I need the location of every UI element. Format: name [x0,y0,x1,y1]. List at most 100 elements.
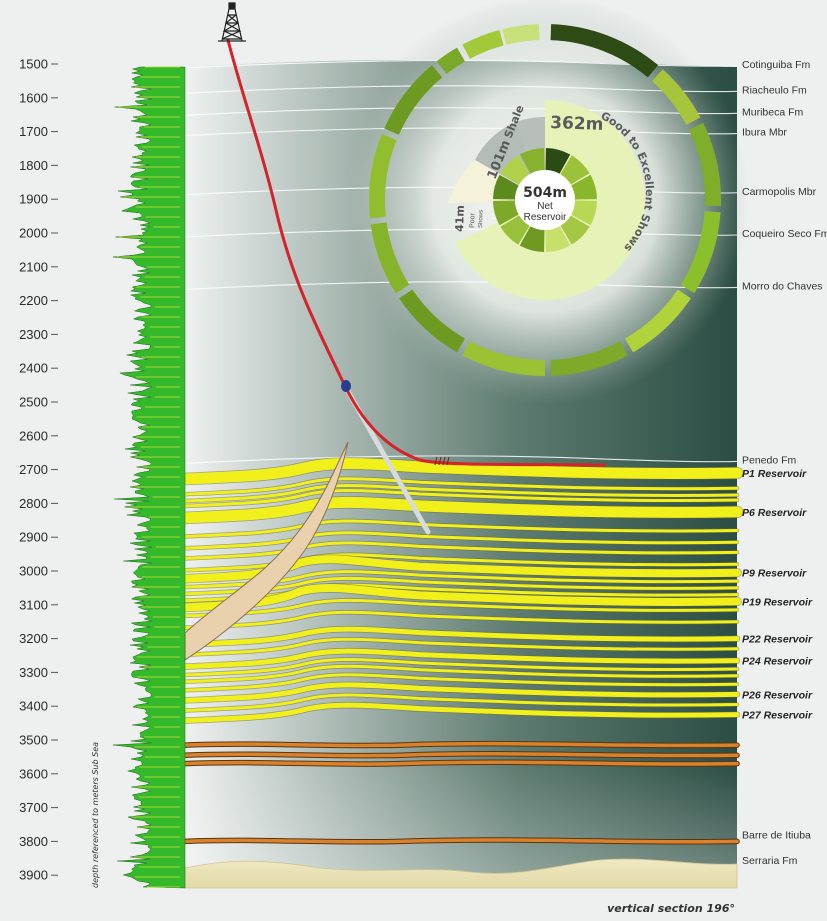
ring-segment [550,341,628,376]
ring-segment [370,222,410,294]
reservoir-band [183,519,739,538]
ring-segment [550,24,659,78]
depth-tick-label: 2500 [19,395,48,410]
ring-segment [571,200,597,226]
reservoir-band [182,702,740,724]
ring-segment [519,226,545,252]
ring-segment [462,341,545,376]
kickoff-point [341,380,351,392]
ring-segment [680,211,721,294]
depth-axis: 1500160017001800190020002100220023002400… [19,57,58,883]
depth-tick-label: 3100 [19,597,48,612]
ring-segment [571,174,597,200]
formation-label: Coqueiro Seco Fm [742,228,827,240]
poor-shows-value: 41m [453,205,467,232]
net-reservoir-value: 504m [523,185,567,201]
depth-tick-label: 2900 [19,530,48,545]
orange-bed [183,741,739,748]
reservoir-band [182,626,740,648]
depth-tick-label: 3500 [19,733,48,748]
net-reservoir-line1: Net [537,201,553,212]
reservoir-band [183,531,739,550]
ring-segment [502,24,540,45]
reservoir-label: P19 Reservoir [742,596,813,608]
casing-ticks [434,456,450,466]
reservoir-band [183,658,739,677]
formation-label: Riacheulo Fm [742,84,807,96]
ring-segment [500,155,530,185]
outer-ring [369,24,721,376]
reservoir-label: P22 Reservoir [742,634,813,646]
ring-segment [500,215,530,245]
poor-shows-line2: Shows [478,210,485,228]
reservoir-band [182,648,740,670]
net-reservoir-line2: Reservoir [524,212,567,223]
reservoir-band [183,553,739,572]
good-shows-value: 362m [550,113,604,135]
depth-tick-label: 3000 [19,564,48,579]
reservoir-band [183,477,739,496]
reservoir-band [179,496,743,524]
reservoir-band [183,673,739,692]
formation-line [184,85,738,94]
ring-segment [369,134,397,219]
reservoir-label: P26 Reservoir [742,689,813,701]
ring-segment [652,69,701,125]
reservoir-band [183,610,739,630]
ring-segment [560,215,590,245]
formation-label: Penedo Fm [742,454,797,466]
depth-tick-label: 2000 [19,226,48,241]
formation-label: Muribeca Fm [742,106,804,118]
depth-tick-label: 3300 [19,665,48,680]
depth-tick-label: 3900 [19,868,48,883]
ring-segment [625,289,691,353]
ring-segment [545,148,571,174]
ring-segment [436,47,465,74]
depth-tick-label: 2600 [19,428,48,443]
reservoir-bands [178,457,744,724]
reservoir-band [183,664,739,684]
formation-label: Carmopolis Mbr [742,186,817,198]
orange-bed [183,838,739,844]
depth-tick-label: 2300 [19,327,48,342]
depth-tick-label: 1800 [19,158,48,173]
depth-axis-title: depth referenced to meters Sub Sea [91,742,100,888]
vertical-section-label: vertical section 196° [607,902,735,915]
reservoir-band [183,483,739,503]
depth-tick-label: 2700 [19,462,48,477]
depth-tick-label: 1700 [19,124,48,139]
ring-segment [560,155,590,185]
formation-label: Barre de Itiuba [742,830,811,842]
formation-line [184,59,738,69]
depth-tick-label: 3600 [19,766,48,781]
serraria-sand [184,858,738,889]
reservoir-label: P1 Reservoir [742,468,807,480]
orange-beds [182,740,740,845]
depth-tick-label: 3700 [19,800,48,815]
depth-tick-label: 2400 [19,361,48,376]
summary-dial: 504m Net Reservoir 362m Good to Excellen… [369,24,721,376]
reservoir-label: P6 Reservoir [742,507,807,519]
reservoir-band [182,682,740,703]
formation-label: Cotinguiba Fm [742,59,811,71]
reservoir-band [183,637,739,657]
ring-segment [688,122,721,207]
reservoir-band [183,693,739,713]
ring-segment [462,29,504,59]
formation-label: Morro do Chaves [742,280,823,292]
tan-wedge [184,441,349,661]
ring-segment [493,174,519,200]
formation-label: Serraria Fm [742,855,798,867]
inner-ring [493,148,597,252]
reservoir-band [181,584,741,612]
reservoir-band [183,541,739,560]
poor-shows-line1: Poor [469,212,477,228]
derrick-icon [218,2,246,42]
formation-label: Ibura Mbr [742,127,787,139]
reservoir-label: P24 Reservoir [742,656,813,668]
reservoir-band [179,457,743,485]
reservoir-band [183,598,739,618]
depth-tick-label: 3400 [19,699,48,714]
depth-tick-label: 3800 [19,834,48,849]
